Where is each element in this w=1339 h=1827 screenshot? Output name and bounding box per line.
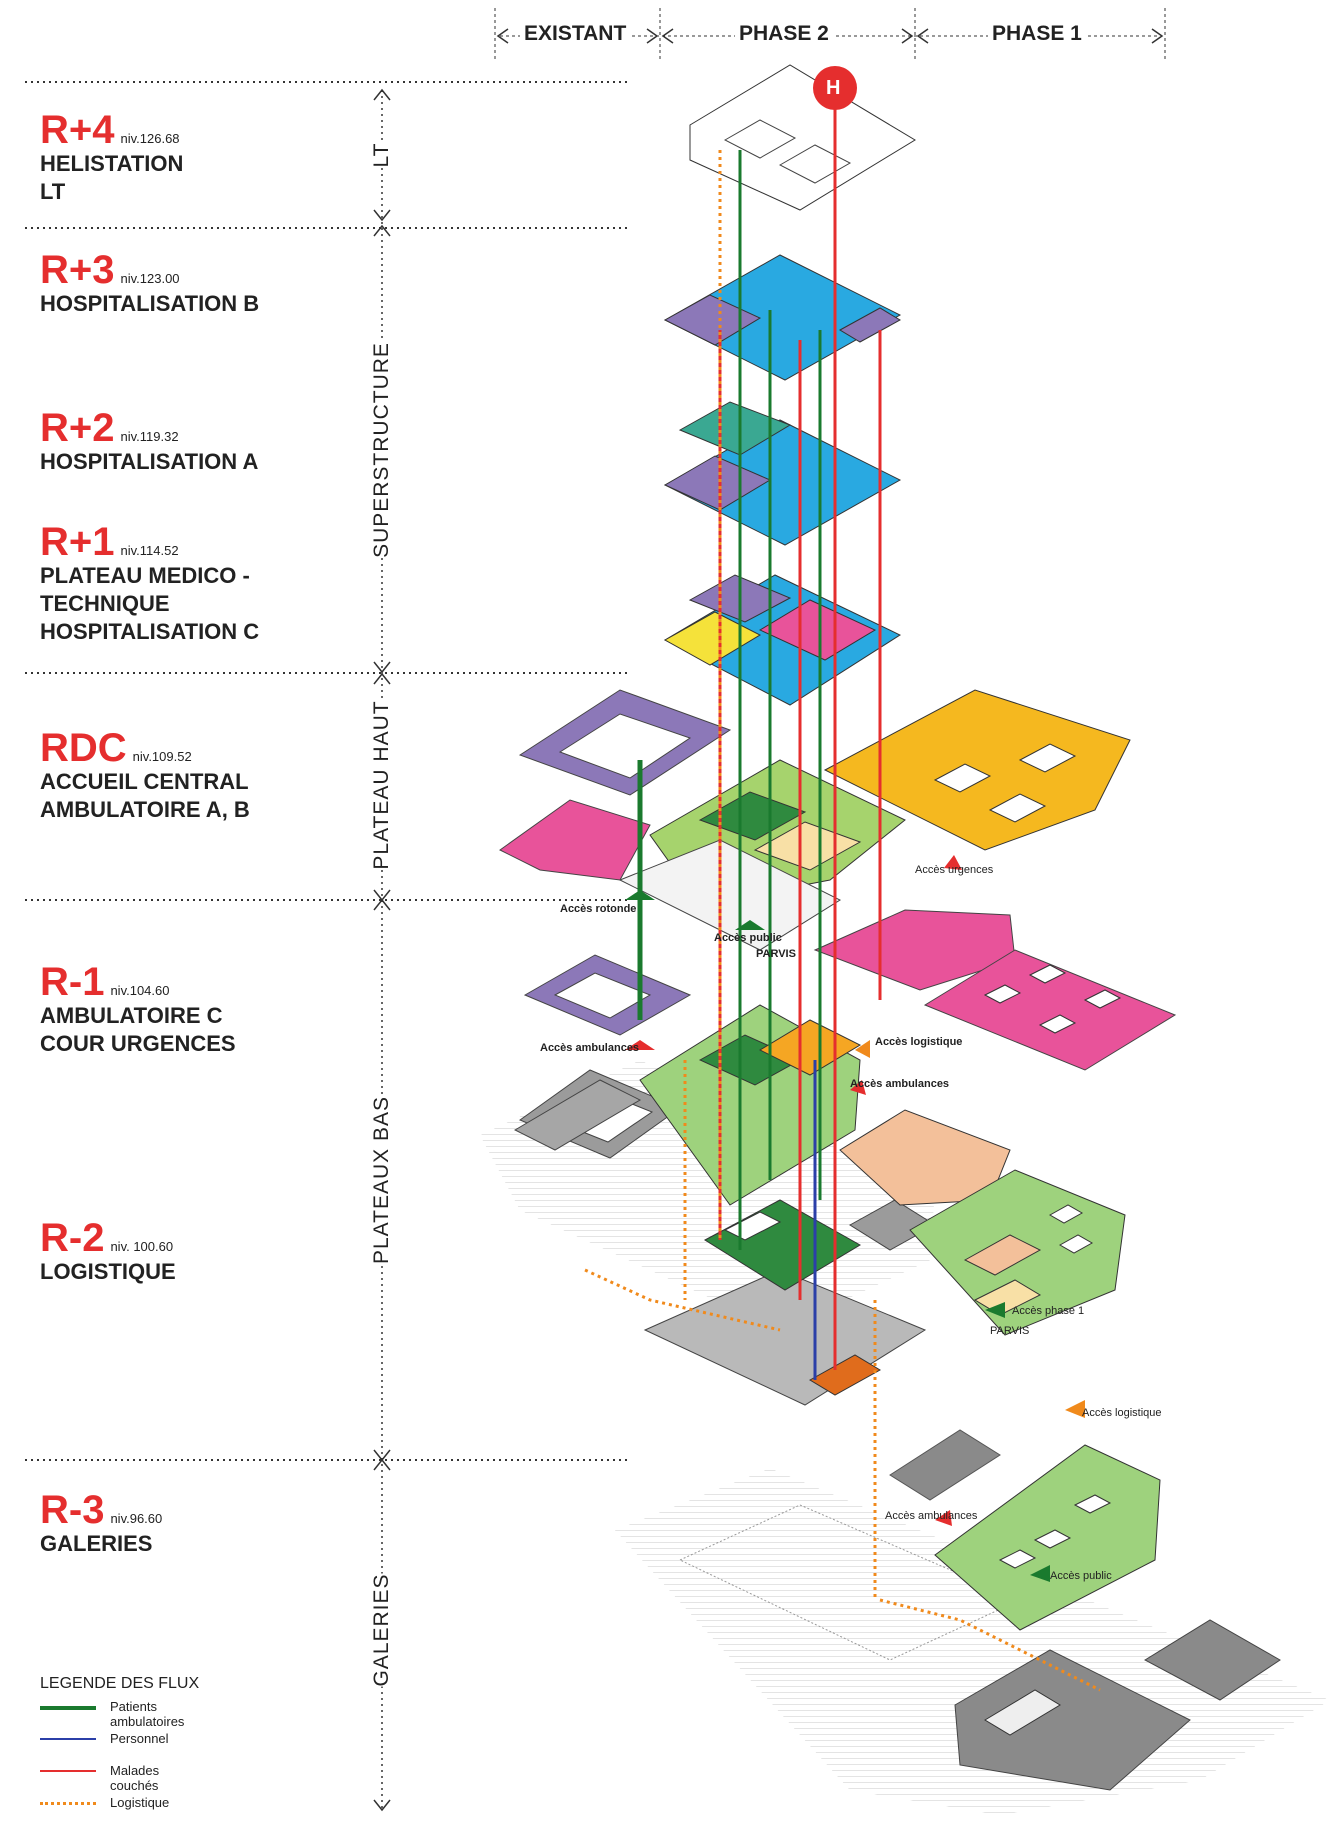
legend-item: Malades couchés <box>40 1763 199 1795</box>
legend-item: Logistique <box>40 1795 199 1827</box>
acces-logistique-label-2: Accès logistique <box>1082 1407 1162 1419</box>
acces-public-label: Accès public <box>714 932 782 944</box>
level-code: R+2 <box>40 406 115 450</box>
level-code: R-3 <box>40 1488 105 1532</box>
level-name: HOSPITALISATION A <box>40 449 259 474</box>
legend-label: Logistique <box>110 1795 170 1810</box>
rdc-urgences <box>813 909 1016 991</box>
level-name: ACCUEIL CENTRAL <box>40 769 249 794</box>
level-r-1: R-1 niv.104.60 AMBULATOIRE C COUR URGENCE… <box>40 962 236 1058</box>
level-niv: niv.96.60 <box>110 1511 163 1527</box>
level-code: R+1 <box>40 520 115 564</box>
acces-ambulances-label: Accès ambulances <box>540 1042 640 1054</box>
acces-rotonde-label: Accès rotonde <box>560 903 637 915</box>
level-niv: niv.123.00 <box>120 271 180 287</box>
rdc-bloc <box>923 949 1177 1071</box>
level-name: AMBULATOIRE C <box>40 1003 223 1028</box>
flow-legend: LEGENDE DES FLUX Patients ambulatoires P… <box>40 1675 199 1827</box>
parvis-label: PARVIS <box>756 948 796 960</box>
galeries-east-block <box>1143 1619 1281 1701</box>
acces-urgences-label: Accès urgences <box>915 864 994 876</box>
acces-phase1-label: Accès phase 1 <box>1012 1305 1085 1317</box>
level-code: R-2 <box>40 1216 105 1260</box>
level-code: R+3 <box>40 248 115 292</box>
legend-swatch-logistique <box>40 1802 96 1805</box>
level-name: LOGISTIQUE <box>40 1259 176 1284</box>
level-r2: R+2 niv.119.32 HOSPITALISATION A <box>40 408 258 476</box>
level-name: PLATEAU MEDICO - <box>40 563 250 588</box>
level-r1: R+1 niv.114.52 PLATEAU MEDICO - TECHNIQUE… <box>40 522 259 646</box>
level-rdc: RDC niv.109.52 ACCUEIL CENTRAL AMBULATOIR… <box>40 728 250 824</box>
legend-item: Patients ambulatoires <box>40 1699 199 1731</box>
level-r3: R+3 niv.123.00 HOSPITALISATION B <box>40 250 259 318</box>
phase-1-label: PHASE 1 <box>988 22 1086 46</box>
legend-swatch-personnel <box>40 1738 96 1740</box>
phase-existant-label: EXISTANT <box>520 22 631 46</box>
legend-label: Personnel <box>110 1731 169 1746</box>
legend-swatch-patients <box>40 1706 96 1710</box>
level-code: R-1 <box>40 960 105 1004</box>
level-niv: niv. 100.60 <box>110 1239 174 1255</box>
legend-item: Personnel <box>40 1731 199 1763</box>
legend-label: Patients ambulatoires <box>110 1699 185 1729</box>
r-1-grey-existing <box>513 1079 642 1151</box>
level-r4: R+4 niv.126.68 HELISTATION LT <box>40 110 183 206</box>
level-niv: niv.114.52 <box>120 543 179 559</box>
rdc-hall-maternite <box>499 799 651 881</box>
helipad-marker <box>813 66 857 110</box>
level-r-2: R-2 niv. 100.60 LOGISTIQUE <box>40 1218 176 1286</box>
r-1-imagerie <box>839 1109 1011 1206</box>
legend-title: LEGENDE DES FLUX <box>40 1675 200 1692</box>
level-name: LT <box>40 179 66 204</box>
level-name: TECHNIQUE <box>40 591 170 616</box>
r4-helistation <box>689 64 916 211</box>
galeries-south-block <box>954 1649 1191 1791</box>
level-name: COUR URGENCES <box>40 1031 236 1056</box>
logistique-orange <box>809 1354 881 1396</box>
r3-hospitalisation-b <box>663 254 902 381</box>
acces-logistique-label: Accès logistique <box>875 1036 963 1048</box>
level-name: HOSPITALISATION B <box>40 291 260 316</box>
level-name: HELISTATION <box>40 151 184 176</box>
parvis-label-2: PARVIS <box>990 1325 1030 1337</box>
acces-ambulances-label-3: Accès ambulances <box>885 1510 978 1522</box>
level-code: R+4 <box>40 108 115 152</box>
galeries-outline <box>678 1504 1022 1661</box>
helipad-label: H <box>826 77 841 99</box>
acces-ambulances-label-2: Accès ambulances <box>850 1078 950 1090</box>
level-niv: niv.126.68 <box>120 131 180 147</box>
level-name: HOSPITALISATION C <box>40 619 260 644</box>
level-name: GALERIES <box>40 1531 153 1556</box>
legend-swatch-malades <box>40 1770 96 1772</box>
galeries-block-grey <box>889 1429 1001 1501</box>
level-niv: niv.109.52 <box>132 749 192 765</box>
level-separators <box>25 81 630 1812</box>
acces-public-label-r3: Accès public <box>1050 1570 1112 1582</box>
level-niv: niv.104.60 <box>110 983 170 999</box>
legend-label: Malades couchés <box>110 1763 160 1793</box>
level-code: RDC <box>40 726 127 770</box>
level-niv: niv.119.32 <box>120 429 179 445</box>
level-r-3: R-3 niv.96.60 GALERIES <box>40 1490 162 1558</box>
level-name: AMBULATOIRE A, B <box>40 797 250 822</box>
phase-2-label: PHASE 2 <box>735 22 833 46</box>
